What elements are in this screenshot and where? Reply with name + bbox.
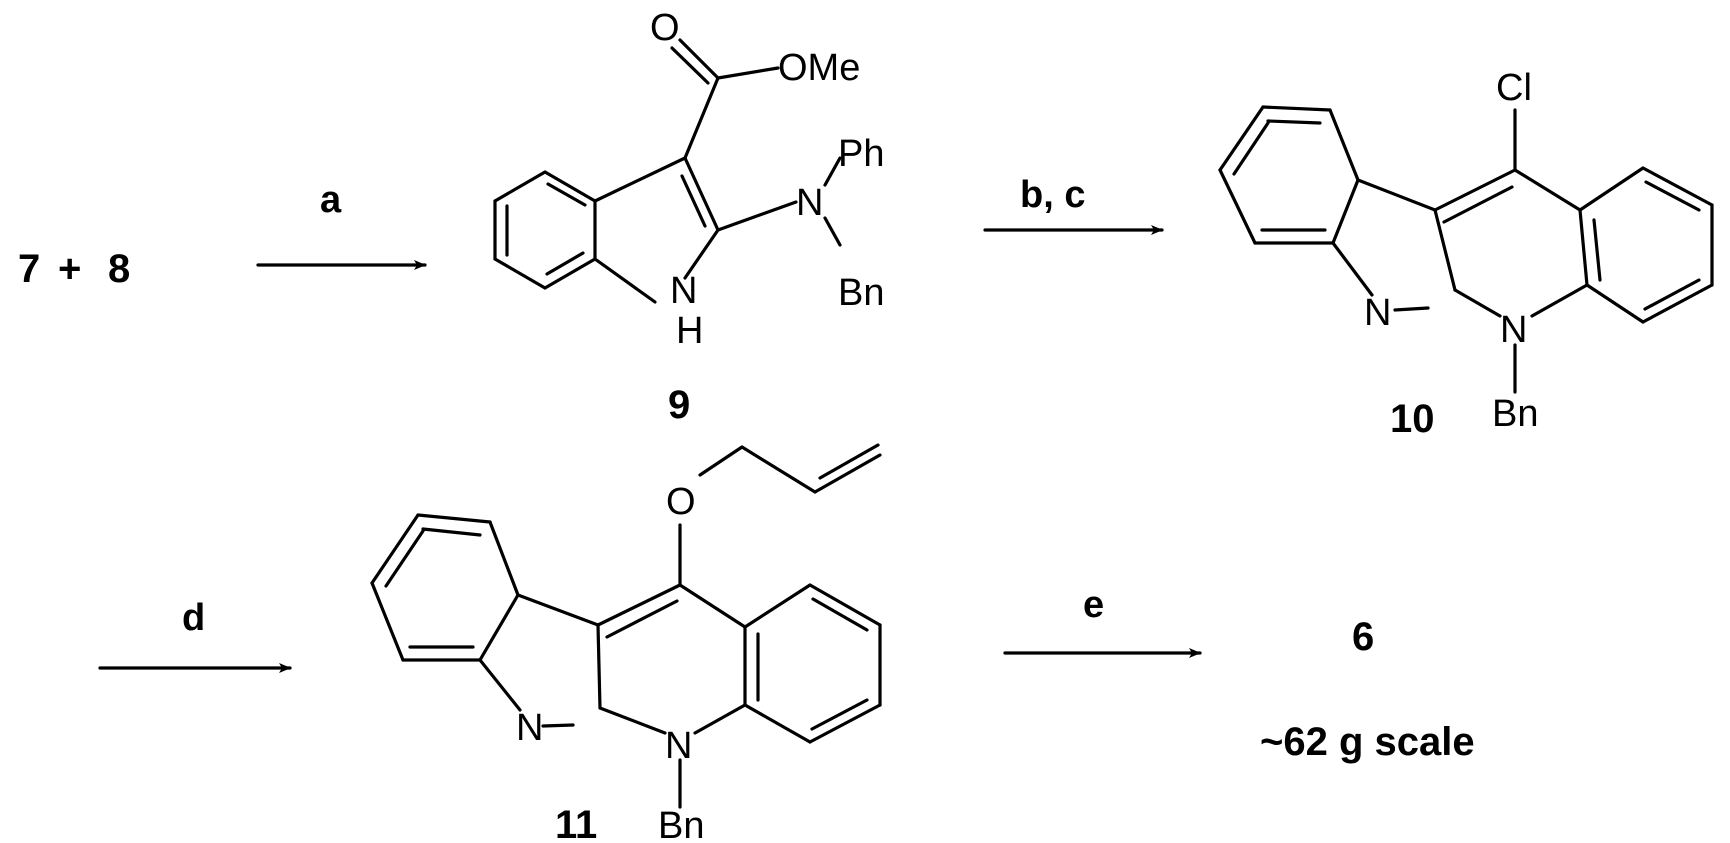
atom-ether-oxygen: O bbox=[666, 481, 696, 523]
arrow-step-d: d bbox=[98, 597, 292, 673]
reactant-8: 8 bbox=[108, 247, 130, 291]
compound-label-6: 6 bbox=[1352, 615, 1374, 659]
atom-benzyl-10: Bn bbox=[1492, 393, 1538, 435]
atom-amine-nitrogen: N bbox=[796, 182, 823, 224]
atom-chlorine: Cl bbox=[1496, 67, 1532, 109]
arrow-step-a: a bbox=[256, 179, 427, 270]
atom-imine-nitrogen-11: N bbox=[516, 707, 543, 749]
atom-indole-hydrogen: H bbox=[676, 310, 703, 352]
plus-sign: + bbox=[58, 247, 81, 291]
compound-label-9: 9 bbox=[668, 383, 690, 427]
atom-imine-nitrogen-10: N bbox=[1364, 292, 1391, 334]
atom-ring-nitrogen-10: N bbox=[1500, 309, 1527, 351]
atom-indole-nitrogen: N bbox=[670, 270, 697, 312]
scale-note: ~62 g scale bbox=[1260, 720, 1475, 764]
reagent-label-a: a bbox=[320, 179, 342, 221]
reagent-label-bc: b, c bbox=[1020, 174, 1085, 216]
atom-ester-oxygen: O bbox=[650, 7, 680, 49]
compound-label-10: 10 bbox=[1390, 397, 1435, 441]
reagent-label-e: e bbox=[1083, 584, 1104, 626]
arrow-step-e: e bbox=[1003, 584, 1202, 658]
arrow-step-bc: b, c bbox=[983, 174, 1164, 235]
compound-label-11: 11 bbox=[555, 803, 597, 843]
reagent-label-d: d bbox=[182, 597, 205, 639]
compound-10-structure bbox=[1218, 105, 1714, 394]
atom-benzyl-9: Bn bbox=[838, 272, 884, 314]
compound-9-structure bbox=[493, 38, 842, 304]
atom-benzyl-11: Bn bbox=[658, 805, 704, 843]
atom-ring-nitrogen-11: N bbox=[665, 725, 692, 767]
atom-methoxy: OMe bbox=[778, 47, 860, 89]
atom-phenyl: Ph bbox=[838, 133, 884, 175]
compound-11-structure bbox=[370, 443, 882, 809]
reactant-7: 7 bbox=[18, 247, 40, 291]
